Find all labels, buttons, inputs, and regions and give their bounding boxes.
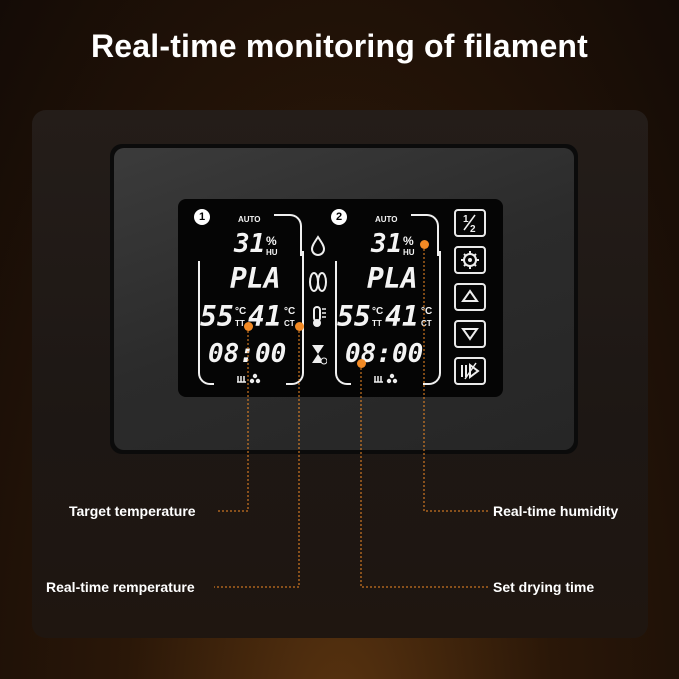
zone-2-frame-top [411,214,439,256]
zone-2-frame-left [335,261,351,385]
zone-1-badge: 1 [194,209,210,225]
zone-1-mode: AUTO [238,215,261,224]
humidity-line [423,245,488,512]
zone-1-target-temp: 55 [200,300,234,333]
play-pause-icon [461,362,480,380]
zone-1-humidity-unit: % [266,234,277,248]
zone-2-mode: AUTO [375,215,398,224]
zone-2-target-temp: 55 [337,300,371,333]
up-button[interactable] [454,283,486,311]
zone-1-frame-left [198,261,214,385]
settings-button[interactable] [454,246,486,274]
target-temp-marker [244,322,253,331]
zone-2-material: PLA [367,262,418,295]
zone-2-target-unit: °C [372,306,384,317]
heater-fan-icon [373,371,399,389]
callout-realtime-temperature: Real-time remperature [46,579,195,595]
play-pause-button[interactable] [454,357,486,385]
half-button[interactable]: 1 2 [454,209,486,237]
callout-drying-time: Set drying time [493,579,595,595]
zone-1-target-unit: °C [235,306,247,317]
hourglass-icon [309,343,328,370]
svg-text:1: 1 [463,214,469,225]
zone-1-frame-top [274,214,302,256]
triangle-up-icon [461,289,479,302]
zone-1-time: 08:00 [208,339,287,369]
zone-2-current-temp: 41 [385,300,419,333]
zone-2-frame-right [423,251,441,385]
droplet-icon [309,235,327,262]
zone-2-humidity: 31 [371,229,403,259]
drying-time-marker [357,359,366,368]
zone-2-current-label: CT [421,319,432,328]
humidity-marker [420,240,429,249]
zone-2-badge: 2 [331,209,347,225]
svg-text:2: 2 [470,224,476,235]
spool-icon [308,271,328,298]
zone-2-current-unit: °C [421,306,433,317]
realtime-temp-marker [295,322,304,331]
gear-icon [461,251,479,269]
zone-2-target-label: TT [372,319,382,328]
realtime-temp-line [214,327,300,588]
callout-realtime-humidity: Real-time humidity [493,503,619,519]
zone-1-current-unit: °C [284,306,296,317]
page-title: Real-time monitoring of filament [90,28,589,64]
down-button[interactable] [454,320,486,348]
triangle-down-icon [461,328,479,341]
zone-1-humidity: 31 [234,229,266,259]
zone-2-humidity-unit: % [403,234,414,248]
target-temp-line [217,327,249,512]
one-half-icon: 1 2 [463,214,476,235]
thermometer-icon [308,305,328,334]
zone-1-material: PLA [230,262,281,295]
callout-target-temperature: Target temperature [69,503,196,519]
zone-2-humidity-label: HU [403,248,415,257]
zone-1-target-label: TT [235,319,245,328]
zone-1-frame-right [286,251,304,385]
zone-1-current-temp: 41 [248,300,282,333]
lcd-display: 1 AUTO 31 % HU PLA 55 °C TT 41 °C CT 08:… [178,199,503,397]
heater-fan-icon [236,371,262,389]
zone-1-current-label: CT [284,319,295,328]
zone-1-humidity-label: HU [266,248,278,257]
